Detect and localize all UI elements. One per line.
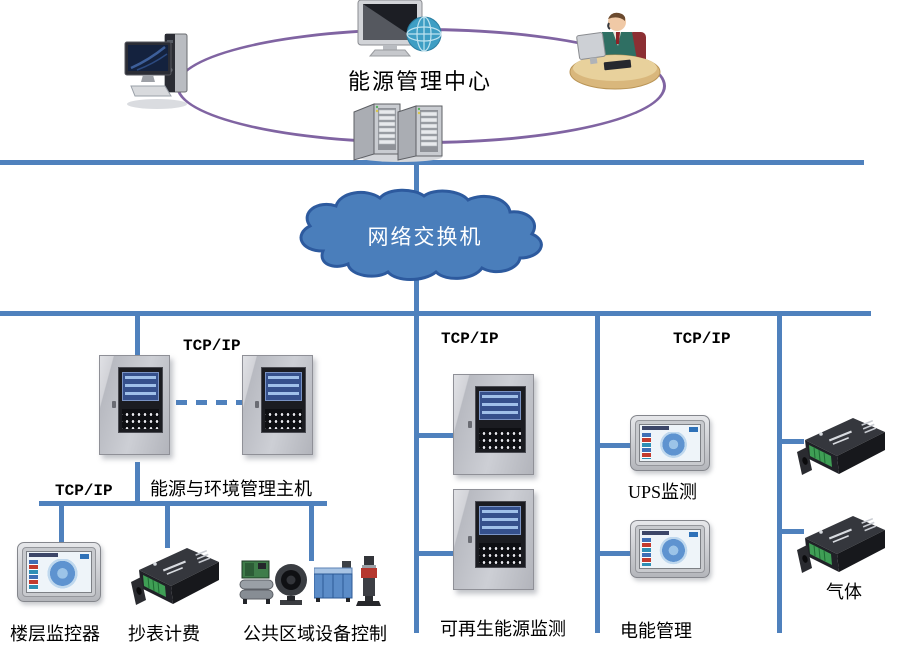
renewable-label: 可再生能源监测	[440, 619, 566, 639]
tcpip-label-right: TCP/IP	[673, 330, 731, 348]
internet-monitor-icon	[357, 0, 442, 57]
fan-icon	[275, 564, 307, 605]
floor-monitor-label: 楼层监控器	[10, 624, 100, 644]
right-branch-riser	[595, 313, 600, 633]
cabinet-body	[453, 489, 534, 590]
desktop-computer-icon	[124, 33, 188, 109]
chiller-icon	[239, 560, 274, 604]
gas-label: 气体	[826, 582, 862, 602]
ups-label: UPS监测	[628, 482, 698, 502]
bus-line-top	[0, 160, 864, 165]
data-collector-icon	[797, 418, 885, 475]
cabinet-body	[99, 355, 170, 455]
hmi-touchscreen-icon	[630, 415, 710, 471]
left-sub-bus	[39, 501, 327, 506]
pump-icon	[356, 556, 381, 606]
operator-workstation-icon	[569, 12, 661, 90]
stub-power	[600, 551, 634, 556]
redundancy-dashed-link	[176, 400, 242, 405]
stub-ups	[600, 443, 634, 448]
drop-line-meter	[165, 506, 170, 548]
host-label: 能源与环境管理主机	[150, 479, 312, 499]
cabinet-body	[453, 374, 534, 475]
drop-line-floor-monitor	[59, 506, 64, 546]
middle-branch-riser	[414, 313, 419, 633]
stub-gas-2	[782, 529, 804, 534]
far-right-branch-riser	[777, 313, 782, 633]
tcpip-label-middle: TCP/IP	[441, 330, 499, 348]
control-panel-cabinet-icon	[242, 355, 318, 462]
hmi-touchscreen-icon	[630, 520, 710, 578]
stub-renewable-1	[419, 433, 457, 438]
power-management-label: 电能管理	[620, 621, 692, 641]
hmi-touchscreen-icon	[17, 542, 101, 602]
control-panel-cabinet-icon	[453, 374, 539, 482]
control-panel-cabinet-icon	[99, 355, 175, 462]
server-rack-icon	[353, 103, 443, 162]
network-switch-cloud	[299, 188, 543, 281]
stub-gas-1	[782, 439, 804, 444]
tcpip-label-sub: TCP/IP	[55, 482, 113, 500]
meter-billing-label: 抄表计费	[128, 624, 200, 644]
air-handling-unit-icon	[314, 561, 353, 602]
network-switch-label: 网络交换机	[367, 225, 483, 249]
cabinet-body	[242, 355, 313, 455]
data-collector-icon	[797, 516, 885, 573]
data-collector-icon	[131, 548, 219, 605]
tcpip-label-left: TCP/IP	[183, 337, 241, 355]
public-area-label: 公共区域设备控制	[243, 624, 387, 644]
bus-line-main	[0, 311, 871, 316]
page-title: 能源管理中心	[347, 69, 492, 94]
stub-renewable-2	[419, 551, 457, 556]
control-panel-cabinet-icon	[453, 489, 539, 597]
drop-line-public-area	[309, 506, 314, 561]
